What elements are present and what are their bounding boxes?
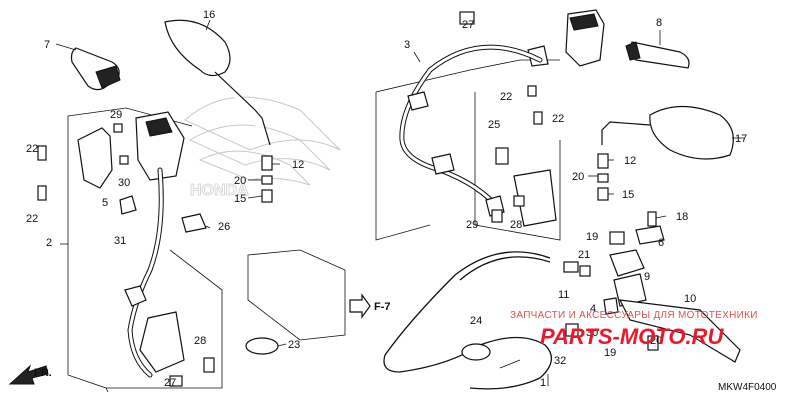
callout-15: 15	[234, 193, 246, 205]
callout-3: 3	[404, 39, 410, 51]
svg-text:HONDA: HONDA	[190, 182, 249, 199]
callout-24: 24	[470, 315, 482, 327]
reference-arrow: F-7	[349, 293, 391, 319]
callout-22: 22	[26, 143, 38, 155]
callout-21: 21	[578, 249, 590, 261]
callout-19: 20	[650, 335, 662, 347]
callout-22-c: 22	[500, 91, 512, 103]
callout-29-b: 30	[118, 177, 130, 189]
diagram-code: MKW4F0400	[718, 382, 777, 393]
callout-8: 8	[656, 17, 662, 29]
callout-7: 7	[44, 39, 50, 51]
callout-28: 28	[194, 335, 206, 347]
callout-17: 19	[586, 231, 598, 243]
callout-6: 6	[658, 237, 664, 249]
right-wire-harness	[399, 44, 557, 227]
right-mirror	[601, 106, 745, 160]
left-wire-harness	[124, 167, 185, 378]
right-switch-housing	[527, 9, 605, 67]
callout-32: 32	[554, 355, 566, 367]
callout-10: 10	[684, 293, 696, 305]
callout-25: 25	[488, 119, 500, 131]
callout-12-b: 12	[624, 155, 636, 167]
clutch-lever-assembly	[603, 225, 741, 363]
callout-14: 17	[735, 133, 747, 145]
left-switch-housing	[77, 111, 207, 233]
callout-18: 19	[604, 347, 616, 359]
callout-5: 5	[102, 197, 108, 209]
callout-11: 11	[558, 289, 569, 301]
callout-26: 26	[218, 221, 230, 233]
callout-1: 1	[540, 377, 546, 389]
right-grip	[625, 30, 690, 69]
callout-23: 23	[288, 339, 300, 351]
callout-numbers: 7 16 29 22 30 22 5 31 26 2 12 20 15 28 2…	[26, 9, 747, 389]
callout-30: 31	[114, 235, 126, 247]
front-direction-arrow: FR.	[8, 364, 52, 385]
callout-12: 12	[292, 159, 304, 171]
callout-29: 29	[110, 109, 122, 121]
reference-label: F-7	[374, 301, 391, 313]
callout-13: 16	[203, 9, 215, 21]
callout-9: 9	[644, 271, 650, 283]
callout-20: 20	[234, 175, 246, 187]
callout-26-b: 27	[462, 19, 474, 31]
callout-28-b: 29	[466, 219, 478, 231]
callout-4: 4	[590, 303, 596, 315]
callout-16: 18	[676, 211, 688, 223]
detail-box	[247, 249, 346, 341]
brand-logo-background: HONDA	[184, 96, 341, 199]
callout-22-d: 22	[552, 113, 564, 125]
cable-clamps	[245, 337, 491, 361]
clutch-cable	[383, 251, 552, 390]
callout-22-b: 22	[26, 213, 38, 225]
watermark-site: PARTS-MOTO.RU	[540, 324, 724, 349]
callout-20-b: 20	[572, 171, 584, 183]
left-grip	[55, 43, 121, 91]
callout-31: 30	[586, 327, 598, 339]
callout-27-b: 28	[510, 219, 522, 231]
callout-2: 2	[46, 237, 52, 249]
front-direction-label: FR.	[34, 367, 52, 379]
watermark-tagline: ЗАПЧАСТИ И АКСЕССУАРЫ ДЛЯ МОТОТЕХНИКИ	[510, 310, 758, 321]
callout-15-b: 15	[622, 189, 634, 201]
callout-27: 27	[164, 377, 176, 389]
leader-lines	[60, 51, 667, 386]
left-mirror	[164, 19, 271, 146]
watermark: ЗАПЧАСТИ И АКСЕССУАРЫ ДЛЯ МОТОТЕХНИКИ PA…	[510, 310, 758, 349]
fasteners	[37, 11, 659, 387]
